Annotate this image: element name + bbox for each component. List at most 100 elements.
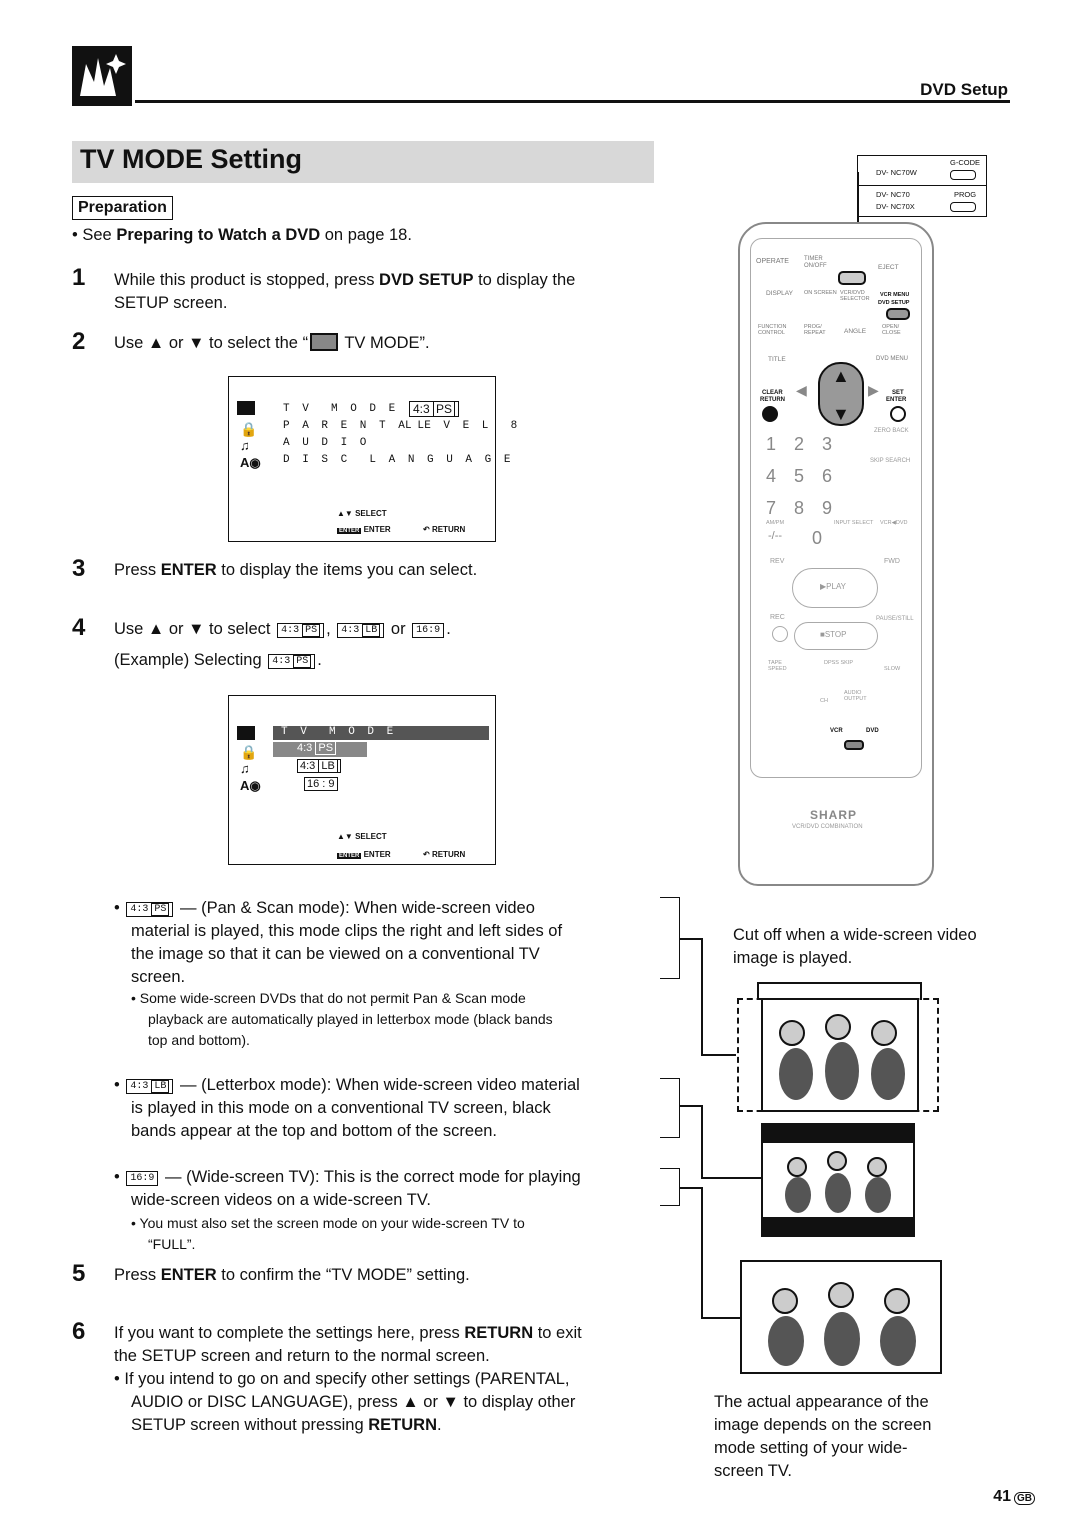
ball-icon bbox=[827, 1151, 847, 1171]
rec-button[interactable] bbox=[772, 626, 788, 642]
mode-chip-wide: 16:9 bbox=[126, 1171, 159, 1186]
enter-button[interactable] bbox=[890, 406, 906, 422]
parental-lock-icon: 🔒 bbox=[240, 744, 258, 760]
tv-mode-icon bbox=[237, 726, 255, 740]
model-label: DV- NC70 bbox=[876, 190, 910, 199]
letterbox-picture bbox=[763, 1143, 913, 1217]
step-number: 6 bbox=[72, 1318, 86, 1345]
ampm-label: AM/PM bbox=[766, 520, 785, 526]
audio-note-icon: ♫ bbox=[240, 761, 250, 776]
ball-icon bbox=[884, 1288, 910, 1314]
digit-row[interactable]: 456 bbox=[766, 466, 851, 486]
seal-icon bbox=[880, 1316, 916, 1366]
skip-label: DPSS SKIP bbox=[824, 660, 854, 666]
repeat-label: PROG/ REPEAT bbox=[804, 324, 826, 336]
remote-panel bbox=[750, 238, 922, 778]
dvd-setup-label: DVD SETUP bbox=[878, 300, 910, 306]
brand-logo: SHARP bbox=[810, 808, 858, 822]
ball-icon bbox=[787, 1157, 807, 1177]
ball-icon bbox=[828, 1282, 854, 1308]
title-bar bbox=[72, 141, 654, 183]
seal-icon bbox=[785, 1177, 811, 1213]
zero-button[interactable]: 0 bbox=[812, 528, 823, 548]
play-button[interactable] bbox=[792, 568, 878, 608]
up-arrow-icon[interactable]: ▲ bbox=[832, 366, 850, 386]
eject-label: EJECT bbox=[878, 264, 899, 271]
ball-icon bbox=[779, 1020, 805, 1046]
setup-screen-2: 🔒 ♫ A◉ T V M O D E 4:3 PS 4:3 LB 16 : 9 … bbox=[228, 695, 496, 865]
angle-label: ANGLE bbox=[844, 328, 867, 335]
ch-label: CH bbox=[820, 698, 828, 704]
function-label: FUNCTION CONTROL bbox=[758, 324, 787, 336]
section-title: DVD Setup bbox=[920, 80, 1008, 99]
disc-language-icon: A◉ bbox=[240, 778, 261, 793]
stop-label: ■STOP bbox=[820, 630, 847, 639]
connector-line bbox=[701, 1105, 703, 1177]
clear-label: CLEAR bbox=[762, 390, 783, 396]
menu-row: T V M O D E bbox=[283, 403, 399, 415]
return-button[interactable] bbox=[762, 406, 778, 422]
slow-label: SLOW bbox=[884, 666, 901, 672]
bracket bbox=[660, 897, 680, 979]
page-title: TV MODE Setting bbox=[80, 144, 302, 174]
connector-line bbox=[680, 1105, 702, 1107]
option-ps[interactable]: 4:3 PS bbox=[273, 741, 367, 757]
ball-icon bbox=[867, 1157, 887, 1177]
enter-hint: ENTER ENTER bbox=[337, 850, 391, 859]
down-arrow-icon[interactable]: ▼ bbox=[832, 404, 850, 424]
connector-line bbox=[680, 1187, 702, 1189]
vcr-dvd-label: VCR◀DVD bbox=[880, 520, 908, 526]
stop-button[interactable] bbox=[794, 622, 878, 650]
digit-row[interactable]: 123 bbox=[766, 434, 851, 454]
step-text: Use ▲ or ▼ to select the “ TV MODE”. bbox=[114, 333, 430, 352]
widescreen-image bbox=[740, 1260, 942, 1374]
prog-button[interactable] bbox=[950, 202, 976, 212]
right-arrow-icon[interactable]: ▶ bbox=[868, 382, 879, 398]
dash-button[interactable]: -/-- bbox=[768, 530, 783, 542]
selector-label: VCR/DVD SELECTOR bbox=[840, 290, 870, 302]
dpad[interactable] bbox=[818, 362, 864, 426]
dvd-setup-button[interactable] bbox=[886, 308, 910, 320]
option-wide[interactable]: 16 : 9 bbox=[304, 777, 338, 791]
select-hint: ▲▼ SELECT bbox=[337, 509, 387, 518]
ball-icon bbox=[871, 1020, 897, 1046]
cutoff-marker bbox=[757, 982, 759, 1000]
title-label: TITLE bbox=[768, 356, 786, 363]
section-logo-icon bbox=[72, 46, 132, 106]
audio-note-icon: ♫ bbox=[240, 438, 250, 453]
gcode-button[interactable] bbox=[950, 170, 976, 180]
ps-mode-note: • Some wide-screen DVDs that do not perm… bbox=[131, 990, 553, 1048]
connector-line bbox=[701, 1187, 703, 1318]
vcr-dvd-selector-button[interactable] bbox=[838, 271, 866, 285]
mode-chip-wide: 16:9 bbox=[412, 623, 445, 638]
play-label: ▶PLAY bbox=[820, 582, 847, 591]
seal-icon bbox=[871, 1048, 905, 1100]
rec-label: REC bbox=[770, 614, 785, 621]
seal-icon bbox=[824, 1312, 860, 1366]
seal-icon bbox=[768, 1316, 804, 1366]
setup-screen-1: 🔒 ♫ A◉ T V M O D E P A R E N T A L A U D… bbox=[228, 376, 517, 542]
left-arrow-icon[interactable]: ◀ bbox=[796, 382, 807, 398]
code-label: G-CODE bbox=[950, 158, 980, 167]
digit-row[interactable]: 789 bbox=[766, 498, 851, 518]
tv-mode-value: 4:3 PS bbox=[409, 401, 460, 417]
tv-mode-icon bbox=[310, 333, 339, 351]
seal-icon bbox=[865, 1177, 891, 1213]
tape-speed-label: TAPE SPEED bbox=[768, 660, 787, 672]
seal-icon bbox=[779, 1048, 813, 1100]
menu-row: A U D I O bbox=[283, 437, 370, 449]
option-lb[interactable]: 4:3 LB bbox=[297, 759, 341, 773]
ball-icon bbox=[772, 1288, 798, 1314]
zero-back-label: ZERO BACK bbox=[874, 428, 909, 434]
vcr-dvd-switch[interactable] bbox=[844, 740, 864, 750]
step-number: 3 bbox=[72, 555, 86, 582]
wide-mode-description: • 16:9 — (Wide-screen TV): This is the c… bbox=[114, 1168, 581, 1209]
letterbox-image bbox=[761, 1123, 915, 1237]
step-number: 1 bbox=[72, 264, 86, 291]
